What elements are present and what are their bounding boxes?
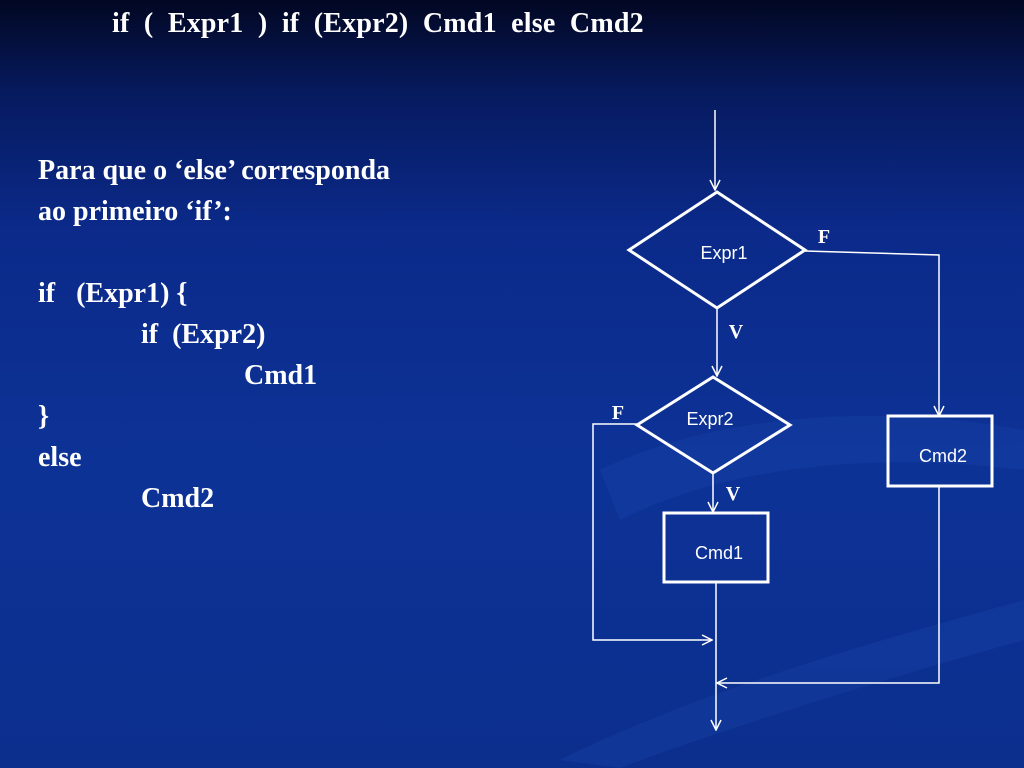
- code-line: }: [38, 401, 50, 432]
- process-cmd1-label: Cmd1: [695, 543, 743, 563]
- process-cmd2-label: Cmd2: [919, 446, 967, 466]
- expr2-true-label: V: [726, 483, 741, 505]
- slide-title: if ( Expr1 ) if (Expr2) Cmd1 else Cmd2: [112, 8, 644, 39]
- expr1-true-label: V: [729, 321, 744, 343]
- code-line: if (Expr1) {: [38, 278, 188, 309]
- expr2-false-label: F: [612, 402, 624, 424]
- decision-expr1-label: Expr1: [700, 243, 747, 263]
- expr1-false-arrow: [804, 250, 939, 416]
- code-line: Para que o ‘else’ corresponda: [38, 155, 391, 186]
- expr1-false-label: F: [818, 226, 830, 248]
- code-line: if (Expr2): [141, 319, 266, 350]
- code-line: ao primeiro ‘if’:: [38, 196, 232, 227]
- process-cmd2-shape: [886, 414, 994, 488]
- code-line: else: [38, 442, 82, 473]
- code-line: Cmd2: [141, 483, 215, 514]
- decision-expr2-label: Expr2: [686, 409, 733, 429]
- expr2-false-arrow: [592, 423, 712, 640]
- cmd2-merge-arrow: [717, 486, 940, 683]
- code-block: Para que o ‘else’ corresponda ao primeir…: [38, 150, 390, 519]
- code-line: Cmd1: [244, 360, 318, 391]
